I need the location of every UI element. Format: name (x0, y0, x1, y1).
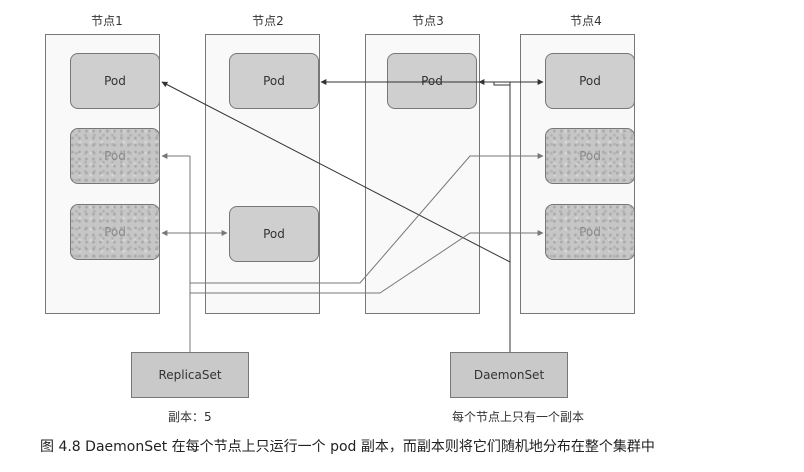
pod-node4-daemon: Pod (545, 53, 635, 109)
pod-label: Pod (579, 74, 601, 88)
node-label-4: 节点4 (570, 14, 602, 28)
pod-node1-daemon: Pod (70, 53, 160, 109)
figure-caption: 图 4.8 DaemonSet 在每个节点上只运行一个 pod 副本，而副本则将… (40, 439, 655, 455)
pod-node2-replica: Pod (229, 206, 319, 262)
node-label-1: 节点1 (91, 14, 123, 28)
pod-label: Pod (104, 149, 126, 163)
pod-node4-replica-a: Pod (545, 128, 635, 184)
pod-node1-replica-b: Pod (70, 204, 160, 260)
pod-node2-daemon: Pod (229, 53, 319, 109)
pod-label: Pod (421, 74, 443, 88)
replicaset-box: ReplicaSet (131, 352, 249, 398)
daemonset-label: DaemonSet (473, 368, 545, 382)
daemonset-note: 每个节点上只有一个副本 (452, 410, 585, 424)
pod-label: Pod (263, 227, 285, 241)
replicaset-to-node4-pod-a (190, 153, 544, 284)
pod-label: Pod (263, 74, 285, 88)
pod-node1-replica-a: Pod (70, 128, 160, 184)
daemonset-to-node1-pod (161, 81, 511, 263)
replicaset-to-node4-pod-b (190, 230, 544, 294)
pod-label: Pod (104, 74, 126, 88)
node-label-2: 节点2 (252, 14, 284, 28)
replicaset-label: ReplicaSet (158, 368, 222, 382)
daemonset-links (161, 79, 544, 352)
node-label-3: 节点3 (412, 14, 444, 28)
pod-node4-replica-b: Pod (545, 204, 635, 260)
daemonset-box: DaemonSet (450, 352, 568, 398)
pod-node3-daemon: Pod (387, 53, 477, 109)
pod-label: Pod (579, 149, 601, 163)
pod-label: Pod (579, 225, 601, 239)
replicaset-links (161, 153, 544, 352)
replicaset-note: 副本：5 (168, 410, 212, 424)
pod-label: Pod (104, 225, 126, 239)
